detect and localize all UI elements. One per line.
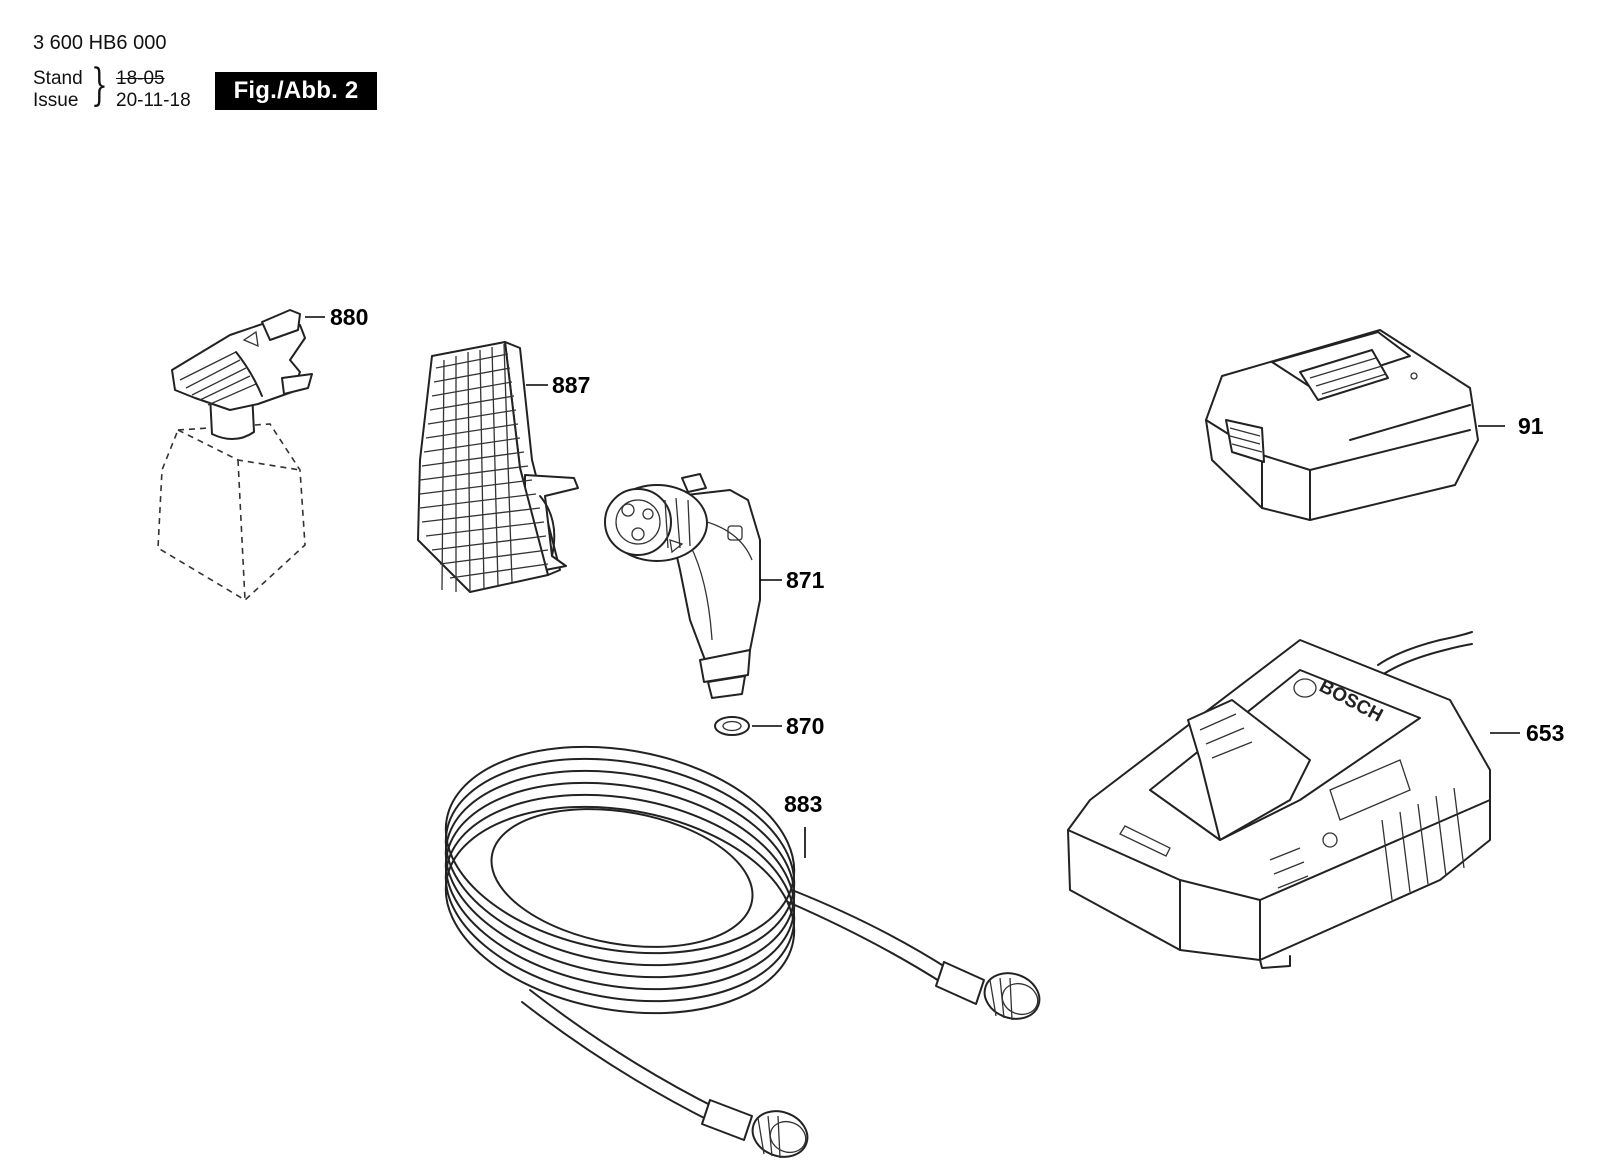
- new-version: 20-11-18: [116, 90, 191, 111]
- callout-870: 870: [786, 713, 824, 739]
- callout-883: 883: [784, 791, 822, 817]
- callout-91: 91: [1518, 413, 1544, 439]
- figure-label: Fig./Abb. 2: [215, 72, 377, 110]
- charger-illustration: BOSCH: [1067, 631, 1491, 969]
- old-version: 18-05: [116, 68, 165, 89]
- detergent-nozzle-illustration: [157, 309, 313, 601]
- seal-ring-illustration: [714, 716, 750, 736]
- part-number: 3 600 HB6 000: [33, 32, 167, 54]
- spray-gun-illustration: [604, 473, 761, 699]
- callout-653: 653: [1526, 720, 1564, 746]
- brace-glyph: }: [91, 60, 108, 111]
- callout-887: 887: [552, 372, 590, 398]
- stand-label: Stand: [33, 68, 83, 89]
- callout-880: 880: [330, 304, 368, 330]
- brush-illustration: [417, 341, 579, 593]
- hose-illustration: [444, 745, 1041, 1159]
- battery-pack-illustration: [1205, 329, 1479, 521]
- callout-871: 871: [786, 567, 825, 593]
- issue-label: Issue: [33, 90, 79, 111]
